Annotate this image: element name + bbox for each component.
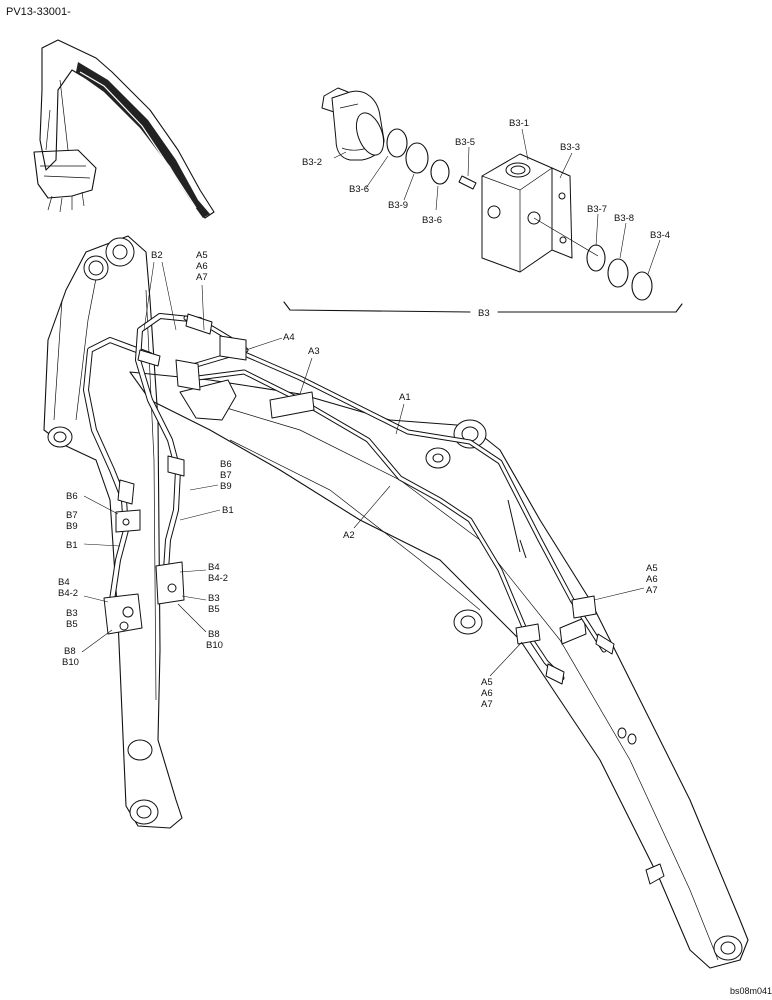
label-b3: B3 [478, 308, 490, 319]
label-b3-2: B3-2 [302, 157, 322, 168]
label-b3-7: B3-7 [587, 204, 607, 215]
label-b6: B6 [220, 459, 232, 470]
figure-code: bs08m041 [730, 986, 772, 996]
label-a1: A1 [399, 392, 411, 403]
label-a6: A6 [646, 574, 658, 585]
label-b5: B5 [66, 619, 78, 630]
label-b2: B2 [151, 250, 163, 261]
b3-6-oring [430, 159, 450, 185]
b3-2-fitting [321, 87, 385, 161]
label-b7: B7 [66, 510, 78, 521]
label-b5: B5 [208, 604, 220, 615]
label-a6: A6 [481, 688, 493, 699]
label-a6: A6 [196, 261, 208, 272]
b3-4-snap-ring [631, 271, 653, 301]
label-a4: A4 [283, 332, 295, 343]
label-a5: A5 [481, 677, 493, 688]
label-b9: B9 [220, 481, 232, 492]
label-b3-9: B3-9 [388, 200, 408, 211]
thumbnail-overview [33, 39, 215, 219]
label-b6: B6 [66, 491, 78, 502]
exploded-view-b3: B3-2 B3-6 B3-9 B3-6 B3-5 B3-1 B3-3 B3-7 … [283, 87, 683, 319]
label-b8: B8 [64, 646, 76, 657]
label-a5: A5 [646, 563, 658, 574]
b3-6-oring [386, 128, 408, 158]
label-b1: B1 [222, 505, 234, 516]
label-a7: A7 [196, 272, 208, 283]
label-b4-2: B4-2 [58, 588, 78, 599]
label-b3-4: B3-4 [650, 230, 670, 241]
label-b4-2: B4-2 [208, 573, 228, 584]
label-b3-6: B3-6 [422, 215, 442, 226]
callout-labels: B2 A5 A6 A7 A4 A3 A1 A2 B6 B7 B9 B1 B6 B… [58, 250, 658, 710]
label-b9: B9 [66, 521, 78, 532]
label-a3: A3 [308, 346, 320, 357]
label-a2: A2 [343, 530, 355, 541]
label-a5: A5 [196, 250, 208, 261]
label-a7: A7 [646, 585, 658, 596]
label-b3-5: B3-5 [455, 137, 475, 148]
label-b3-1: B3-1 [509, 118, 529, 129]
label-a7: A7 [481, 699, 493, 710]
b3-9-ring [405, 142, 429, 174]
label-b3: B3 [208, 593, 220, 604]
label-b10: B10 [206, 640, 223, 651]
label-b1: B1 [66, 540, 78, 551]
label-b10: B10 [62, 657, 79, 668]
label-b7: B7 [220, 470, 232, 481]
label-b4: B4 [208, 562, 220, 573]
label-b3-6: B3-6 [349, 184, 369, 195]
label-b3: B3 [66, 608, 78, 619]
callout-leaders [81, 261, 645, 677]
label-b3-8: B3-8 [614, 213, 634, 224]
b3-5-pin [458, 175, 477, 190]
hydraulic-lines [83, 313, 615, 685]
boom-structure [43, 235, 749, 969]
b3-7-oring [586, 244, 606, 272]
label-b4: B4 [58, 577, 70, 588]
b3-1-block [481, 153, 599, 273]
b3-8-ring [607, 258, 629, 288]
drawing-code: PV13-33001- [6, 6, 71, 18]
label-b8: B8 [208, 629, 220, 640]
label-b3-3: B3-3 [560, 142, 580, 153]
